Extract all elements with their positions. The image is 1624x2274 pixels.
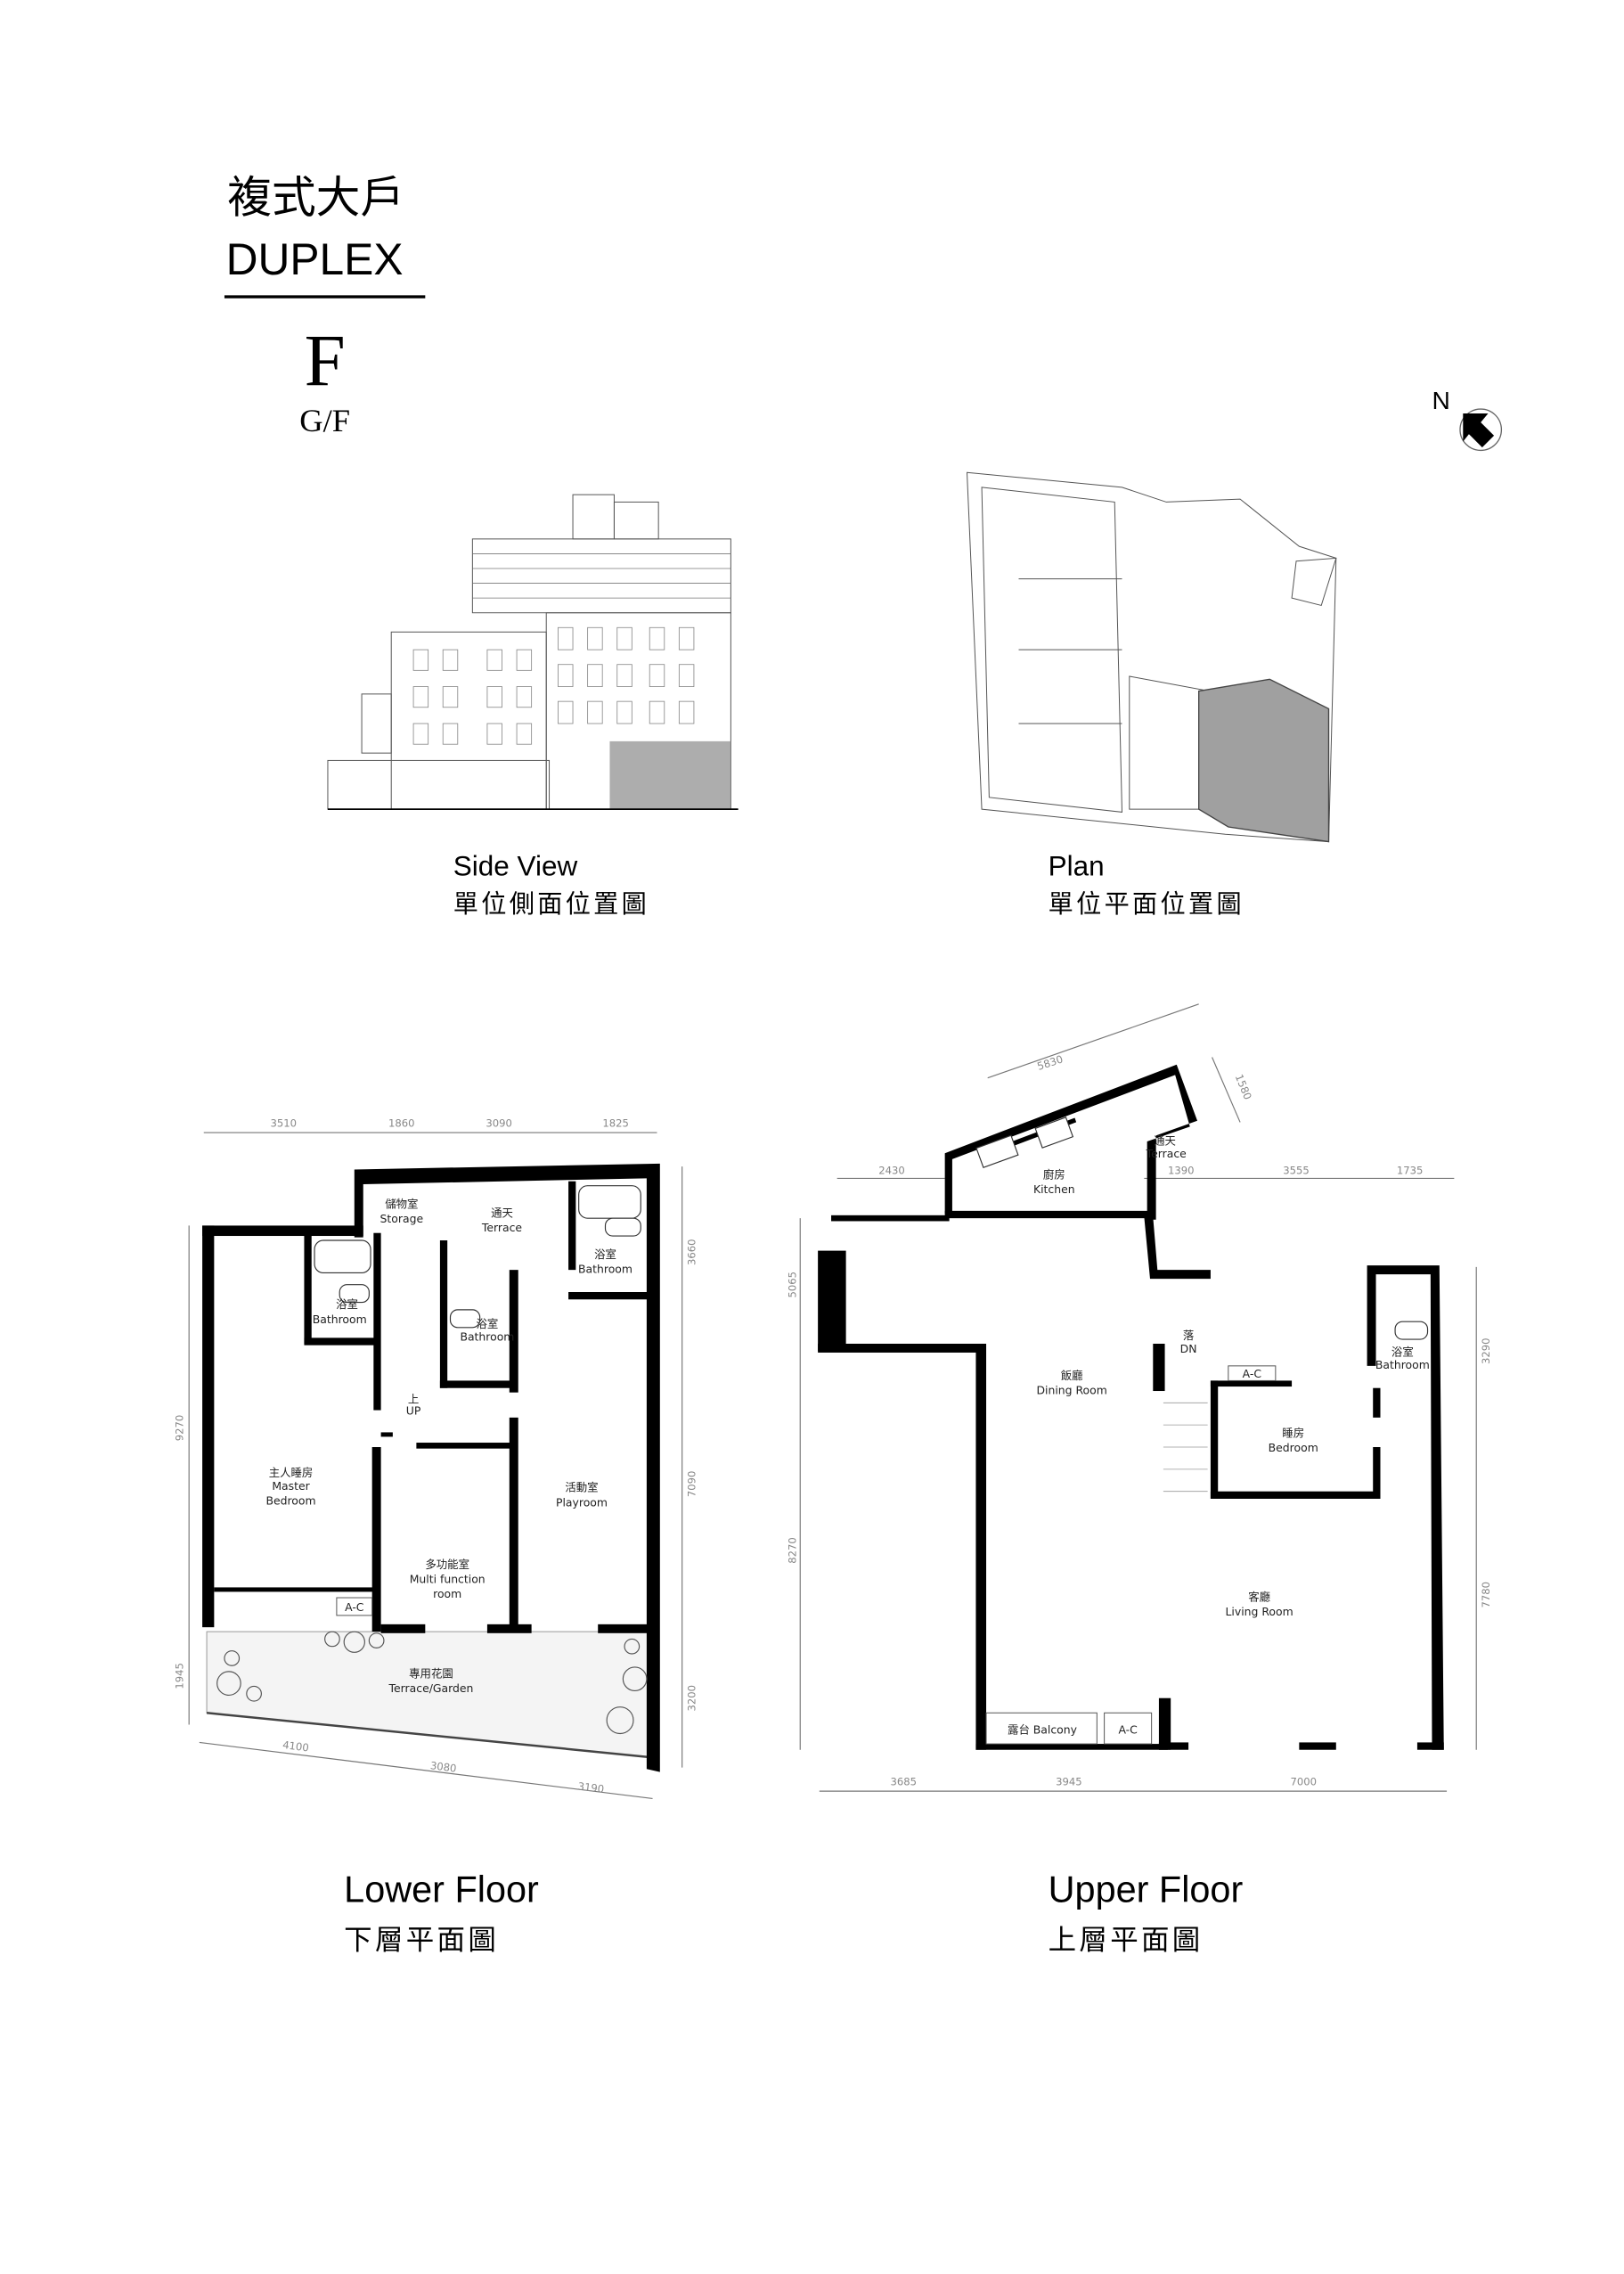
room-label: Terrace bbox=[1146, 1147, 1187, 1160]
balcony-area bbox=[985, 1712, 1098, 1745]
room-label: 浴室 bbox=[1391, 1345, 1414, 1358]
room-label: Playroom bbox=[556, 1495, 608, 1509]
room-label: 上 bbox=[408, 1392, 419, 1405]
unit-highlight-plan bbox=[1198, 678, 1330, 843]
room-label: 通天 bbox=[1154, 1133, 1176, 1147]
title-zh: 複式大戶 bbox=[227, 173, 404, 223]
room-label: A-C bbox=[345, 1600, 363, 1614]
room-label: DN bbox=[1180, 1342, 1197, 1355]
header: 複式大戶 DUPLEX F G/F bbox=[224, 173, 426, 438]
dim-label: 1945 bbox=[174, 1663, 186, 1689]
room-label: Bedroom bbox=[265, 1494, 315, 1508]
bathroom-fixtures bbox=[314, 1185, 641, 1616]
north-compass-icon: N bbox=[1432, 386, 1503, 452]
dim-label: 5065 bbox=[786, 1272, 798, 1298]
room-label: 多功能室 bbox=[425, 1558, 469, 1571]
room-label: Bathroom bbox=[313, 1313, 367, 1326]
side-view-caption-zh: 單位側面位置圖 bbox=[453, 890, 649, 919]
dim-label: 9270 bbox=[174, 1415, 186, 1442]
room-label: 浴室 bbox=[477, 1317, 499, 1330]
site-plan: Plan 單位平面位置圖 bbox=[966, 471, 1337, 919]
plan-caption-en: Plan bbox=[1049, 851, 1105, 882]
dim-label: 1825 bbox=[602, 1117, 629, 1129]
lower-room-labels: 儲物室 Storage 通天 Terrace 浴室 Bathroom 浴室 Ba… bbox=[265, 1198, 632, 1696]
room-label: 浴室 bbox=[594, 1247, 616, 1261]
dim-label: 3685 bbox=[890, 1775, 917, 1787]
room-label: Bathroom bbox=[578, 1262, 632, 1275]
room-label: Multi function bbox=[410, 1572, 486, 1585]
dim-label: 7090 bbox=[686, 1471, 698, 1498]
dim-label: 7000 bbox=[1291, 1775, 1318, 1787]
lower-floor-caption-en: Lower Floor bbox=[344, 1869, 539, 1910]
room-label: Terrace/Garden bbox=[388, 1681, 474, 1695]
dim-label: 3080 bbox=[429, 1759, 457, 1774]
compass-label: N bbox=[1432, 386, 1450, 414]
room-label: 廚房 bbox=[1043, 1167, 1065, 1181]
room-label: Terrace bbox=[481, 1221, 522, 1234]
dim-label: 1860 bbox=[388, 1117, 415, 1129]
room-label: Bedroom bbox=[1269, 1441, 1318, 1454]
room-label: A-C bbox=[1118, 1722, 1137, 1736]
ac-unit bbox=[336, 1597, 373, 1616]
dim-label: 3945 bbox=[1056, 1775, 1082, 1787]
dim-label: 3510 bbox=[270, 1117, 297, 1129]
room-label: 活動室 bbox=[565, 1481, 598, 1494]
lower-dims: 3510 1860 3090 1825 9270 1945 3660 7090 … bbox=[174, 1117, 698, 1799]
room-label: 主人睡房 bbox=[269, 1466, 314, 1479]
side-view-elevation: Side View 單位側面位置圖 bbox=[327, 494, 739, 919]
dim-label: 3290 bbox=[1480, 1338, 1492, 1365]
dim-label: 3200 bbox=[686, 1685, 698, 1712]
dim-label: 3190 bbox=[577, 1779, 605, 1795]
room-label: A-C bbox=[1243, 1367, 1261, 1380]
room-label: 飯廳 bbox=[1061, 1369, 1083, 1382]
dim-label: 7780 bbox=[1480, 1582, 1492, 1608]
upper-floor-caption-zh: 上層平面圖 bbox=[1049, 1924, 1204, 1955]
lower-floor-caption-zh: 下層平面圖 bbox=[344, 1924, 499, 1955]
dim-label: 4100 bbox=[282, 1738, 309, 1754]
upper-room-labels: 通天 Terrace 廚房 Kitchen 落 DN 飯廳 Dining Roo… bbox=[1008, 1133, 1430, 1736]
room-label: 通天 bbox=[491, 1206, 513, 1219]
room-label: 睡房 bbox=[1282, 1426, 1304, 1439]
room-label: Bathroom bbox=[1375, 1358, 1430, 1371]
room-label: Living Room bbox=[1226, 1605, 1293, 1618]
dim-label: 3555 bbox=[1283, 1164, 1310, 1176]
room-label: Storage bbox=[380, 1212, 424, 1225]
upper-floor-caption-en: Upper Floor bbox=[1049, 1869, 1244, 1910]
dim-label: 1390 bbox=[1168, 1164, 1195, 1176]
lower-walls bbox=[202, 1163, 660, 1772]
room-label: 客廳 bbox=[1248, 1590, 1270, 1603]
floor-label: G/F bbox=[299, 403, 350, 438]
ac-unit bbox=[1104, 1712, 1153, 1745]
dim-label: 3660 bbox=[686, 1239, 698, 1265]
ac-unit bbox=[1228, 1365, 1277, 1381]
room-label: 專用花園 bbox=[409, 1667, 453, 1681]
room-label: 浴室 bbox=[336, 1297, 358, 1311]
room-label: 露台 Balcony bbox=[1008, 1722, 1077, 1736]
room-label: Dining Room bbox=[1036, 1383, 1106, 1396]
dim-label: 8270 bbox=[786, 1537, 798, 1564]
side-view-caption-en: Side View bbox=[453, 851, 578, 882]
dim-label: 2430 bbox=[878, 1164, 905, 1176]
room-label: Kitchen bbox=[1033, 1182, 1075, 1196]
upper-floor-plan: 5830 1580 2430 1390 3555 1735 5065 8270 … bbox=[786, 1003, 1492, 1955]
room-label: 儲物室 bbox=[385, 1198, 418, 1211]
unit-label: F bbox=[305, 320, 346, 402]
room-label: 落 bbox=[1183, 1329, 1195, 1342]
lower-floor-plan: 3510 1860 3090 1825 9270 1945 3660 7090 … bbox=[174, 1117, 698, 1955]
dim-label: 3090 bbox=[486, 1117, 512, 1129]
room-label: Master bbox=[272, 1479, 310, 1493]
unit-highlight bbox=[609, 740, 731, 810]
room-label: Bathroom bbox=[460, 1330, 514, 1344]
dim-label: 1735 bbox=[1397, 1164, 1424, 1176]
title-en: DUPLEX bbox=[226, 234, 404, 284]
plant-icon bbox=[216, 1631, 648, 1735]
plan-caption-zh: 單位平面位置圖 bbox=[1049, 890, 1245, 919]
room-label: UP bbox=[406, 1404, 421, 1418]
room-label: room bbox=[433, 1587, 461, 1600]
upper-fixtures bbox=[975, 1117, 1429, 1745]
